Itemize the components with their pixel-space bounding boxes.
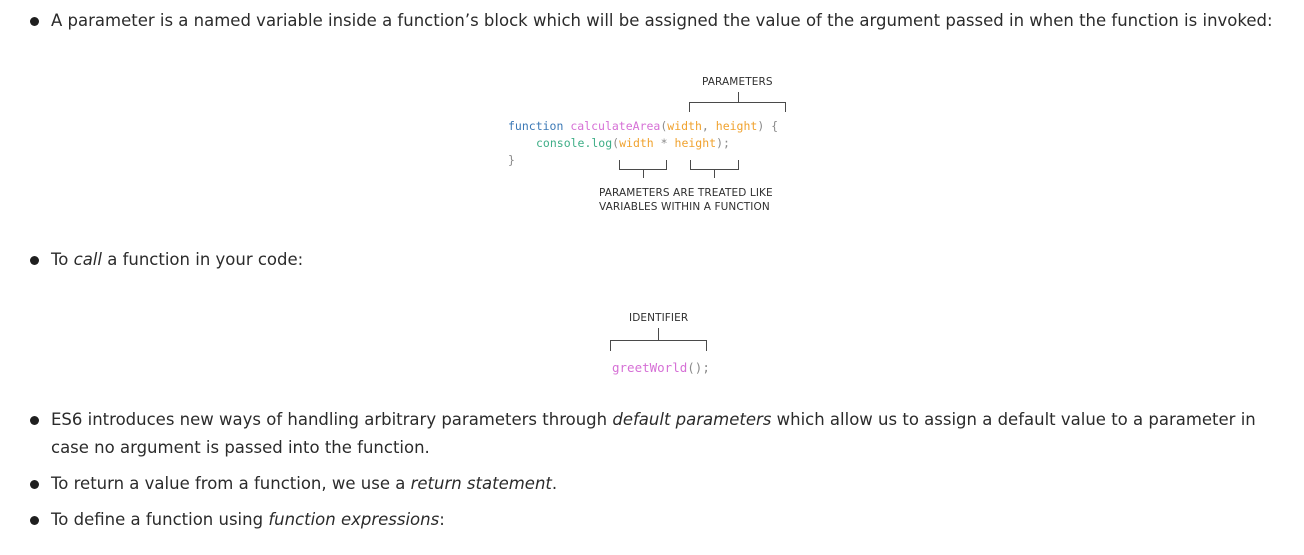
operator: * (653, 136, 675, 150)
text-run: A parameter is a named variable inside a… (51, 11, 1273, 30)
bullet-dot (30, 480, 39, 489)
lower-bracket-2-stem (714, 169, 715, 178)
text-run: To (51, 250, 74, 269)
function-name: calculateArea (570, 119, 661, 133)
param-width: width (667, 119, 702, 133)
parameters-label: PARAMETERS (702, 76, 773, 88)
parameters-diagram: PARAMETERS function calculateArea(width,… (0, 0, 1304, 230)
parameters-note-line-1: PARAMETERS ARE TREATED LIKE (599, 187, 773, 199)
identifier-diagram: IDENTIFIER greetWorld(); (610, 312, 710, 376)
console-log: console.log (536, 136, 613, 150)
text-run: a function in your code: (101, 250, 304, 269)
code-line-1: function calculateArea(width, height) { (508, 118, 778, 135)
code-line-2: console.log(width * height); (536, 135, 730, 152)
text-run: ES6 introduces new ways of handling arbi… (51, 410, 613, 429)
text-run: : (439, 510, 445, 529)
paren-semicolon: ); (716, 136, 730, 150)
paren: ( (612, 136, 620, 150)
bullet-text: A parameter is a named variable inside a… (51, 7, 1273, 35)
lower-bracket-1-stem (643, 169, 644, 178)
emphasis-text: return statement (410, 474, 552, 493)
lower-bracket-2-left (690, 160, 691, 169)
bracket-stem (658, 328, 659, 340)
text-run: which allow us to assign a default value… (51, 410, 1256, 457)
text-run: To return a value from a function, we us… (51, 474, 411, 493)
emphasis-text: call (73, 250, 102, 269)
code-call: greetWorld(); (612, 359, 710, 376)
paren-brace: ) { (757, 119, 779, 133)
bracket-bar (689, 102, 786, 103)
paren: ( (660, 119, 668, 133)
bracket-right-leg (785, 102, 786, 112)
text-run: To define a function using (51, 510, 269, 529)
parameters-note-line-2: VARIABLES WITHIN A FUNCTION (599, 201, 770, 213)
emphasis-text: function expressions (268, 510, 440, 529)
bracket-right-leg (706, 340, 707, 351)
bracket-stem (738, 92, 739, 102)
bullet-text: To define a function using function expr… (51, 506, 445, 534)
code-line-3: } (508, 153, 515, 167)
bullet-text: To call a function in your code: (51, 246, 303, 274)
emphasis-text: default parameters (612, 410, 772, 429)
keyword-function: function (508, 119, 564, 133)
text-run: . (551, 474, 558, 493)
bullet-text: ES6 introduces new ways of handling arbi… (51, 406, 1271, 462)
bullet-text: To return a value from a function, we us… (51, 470, 557, 498)
bullet-dot (30, 17, 39, 26)
identifier-label: IDENTIFIER (629, 312, 689, 324)
call-function-name: greetWorld (612, 360, 688, 375)
comma: , (701, 119, 716, 133)
call-parens: (); (687, 360, 710, 375)
lower-bracket-1-right (666, 160, 667, 169)
lower-bracket-2-right (738, 160, 739, 169)
bullet-default-parameters: ES6 introduces new ways of handling arbi… (30, 406, 1290, 462)
lower-bracket-1-left (619, 160, 620, 169)
bullet-dot (30, 516, 39, 525)
bullet-dot (30, 256, 39, 265)
bracket-bar (610, 340, 707, 341)
bracket-left-leg (689, 102, 690, 112)
param-height: height (715, 119, 758, 133)
bullet-dot (30, 416, 39, 425)
use-height: height (674, 136, 717, 150)
use-width: width (619, 136, 654, 150)
bracket-left-leg (610, 340, 611, 351)
